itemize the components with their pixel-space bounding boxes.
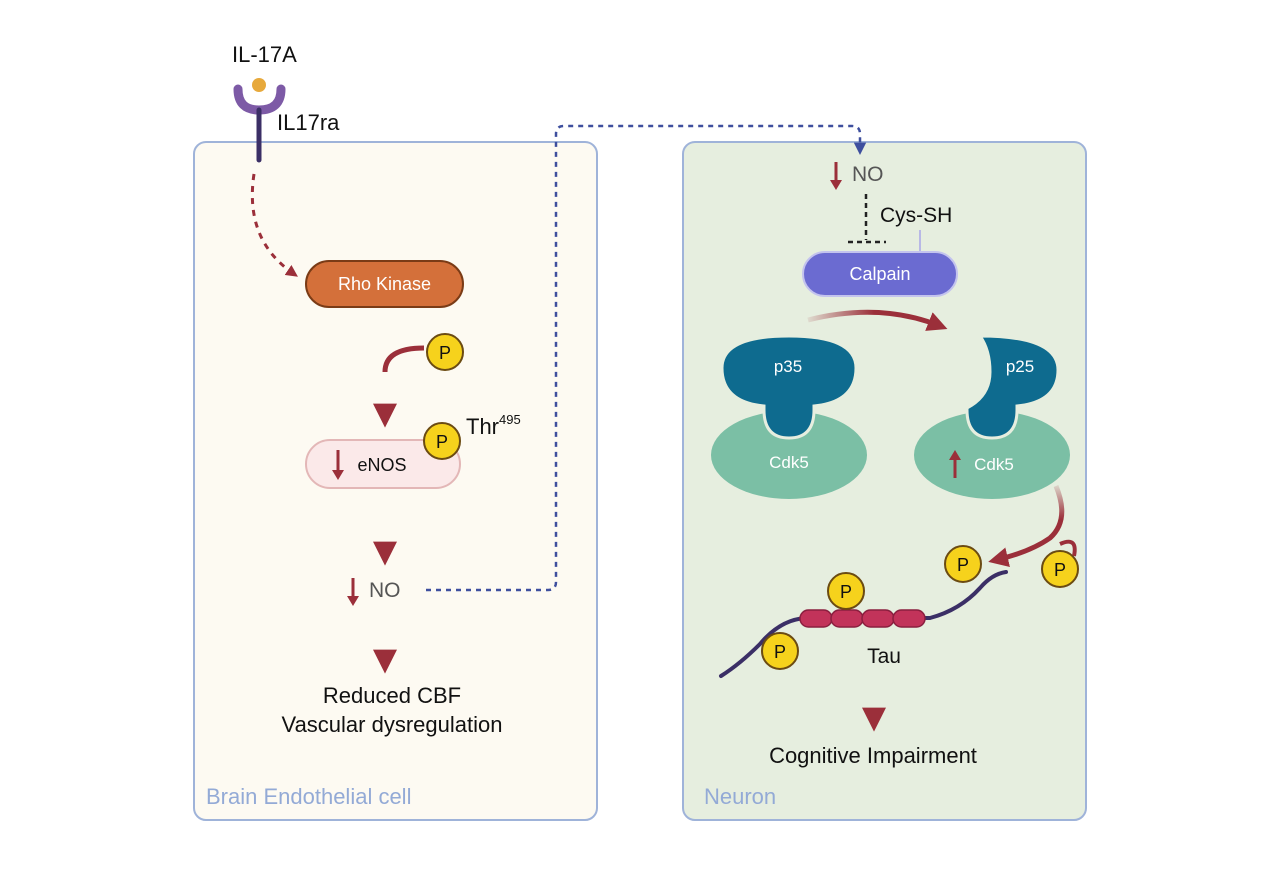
cdk5-left-label: Cdk5 [769, 453, 809, 472]
phospho-branch [1059, 539, 1077, 557]
cleavage-arrow [807, 309, 948, 331]
neuron-cell-label: Neuron [704, 784, 776, 809]
p35-subunit: p35 [720, 334, 858, 440]
calpain-label: Calpain [849, 264, 910, 284]
tau-protein [719, 570, 1008, 678]
tau-label: Tau [867, 645, 901, 668]
cdk5-right: Cdk5 [914, 411, 1070, 499]
receptor-to-rho-arrow [250, 173, 298, 277]
thr-superscript: 495 [499, 412, 521, 427]
endothelial-outcome-line2: Vascular dysregulation [282, 712, 503, 737]
receptor-icon [233, 84, 286, 163]
svg-text:P: P [840, 582, 852, 602]
down-arrow-icon [332, 450, 344, 480]
p25-label: p25 [1006, 357, 1034, 376]
rho-kinase-box: Rho Kinase [305, 260, 464, 308]
down-arrow-icon [830, 162, 842, 190]
p35-label: p35 [774, 357, 802, 376]
phospho-icon: P [1041, 550, 1079, 588]
calpain-box: Calpain [802, 251, 958, 297]
neuron-no-label: NO [852, 163, 884, 186]
endothelial-outcome-line1: Reduced CBF [323, 683, 461, 708]
endothelial-cell-label: Brain Endothelial cell [206, 784, 411, 809]
enos-box: eNOS [305, 439, 461, 489]
endothelial-no-label: NO [369, 579, 401, 602]
inhibition-line [848, 194, 886, 244]
thr-label: Thr495 [466, 412, 521, 439]
rho-kinase-label: Rho Kinase [338, 274, 431, 294]
cdk5-left: Cdk5 [711, 411, 867, 499]
p25-subunit: p25 [965, 334, 1060, 440]
cdk5-to-tau-arrow [988, 485, 1065, 567]
svg-text:P: P [439, 343, 451, 363]
phospho-icon: P [827, 572, 865, 610]
down-arrow-icon [347, 578, 359, 606]
phospho-icon: P [426, 333, 464, 371]
ligand-icon [252, 78, 266, 92]
cdk5-right-label: Cdk5 [974, 455, 1014, 474]
no-diffusion-connector [426, 124, 867, 592]
ligand-label: IL-17A [232, 42, 297, 67]
cys-label: Cys-SH [880, 204, 952, 227]
phospho-branch [382, 345, 425, 373]
neuron-outcome: Cognitive Impairment [769, 743, 977, 768]
phospho-icon: P [423, 422, 461, 460]
receptor-label: IL17ra [277, 110, 340, 135]
phospho-icon: P [761, 632, 799, 670]
up-arrow-icon [949, 450, 961, 478]
svg-text:P: P [1054, 560, 1066, 580]
enos-label: eNOS [357, 455, 406, 475]
svg-text:P: P [774, 642, 786, 662]
phospho-icon: P [944, 545, 982, 583]
svg-text:P: P [957, 555, 969, 575]
svg-text:P: P [436, 432, 448, 452]
